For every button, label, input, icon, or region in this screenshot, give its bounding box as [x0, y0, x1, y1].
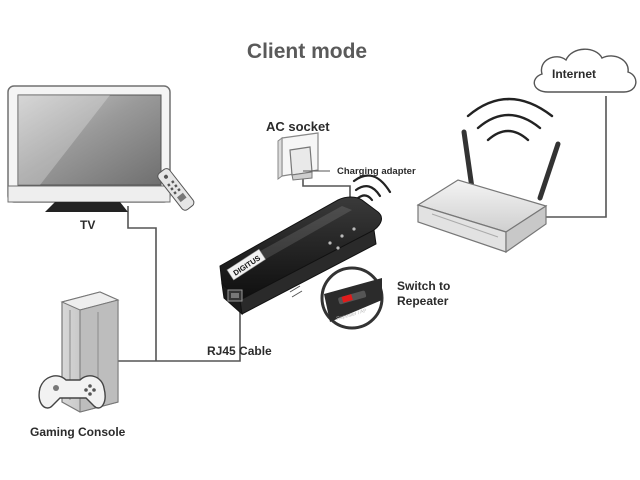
charging-adapter-icon — [289, 146, 330, 181]
charging-adapter-label: Charging adapter — [337, 166, 416, 177]
cloud-icon — [533, 48, 637, 93]
rj45-cable-label: RJ45 Cable — [207, 344, 272, 358]
adapter-cable — [302, 178, 351, 203]
console-cable — [118, 309, 241, 362]
wifi-signal-icon — [466, 97, 554, 142]
tv-cable — [127, 206, 157, 361]
magnifier-icon: Repeater / AP — [320, 266, 384, 330]
wifi-signal-icon — [352, 174, 392, 202]
router-icon — [416, 129, 561, 254]
internet-label: Internet — [552, 67, 597, 81]
switch-to-repeater-label: Switch to Repeater — [397, 279, 451, 308]
repeater-switch — [341, 294, 353, 303]
diagram-title: Client mode — [246, 40, 368, 63]
tv-label: TV — [80, 218, 96, 232]
tv-icon — [7, 85, 171, 212]
remote-control-icon — [157, 168, 195, 211]
ac-socket-label: AC socket — [266, 119, 330, 134]
gamepad-icon — [38, 375, 106, 409]
gaming-console-label: Gaming Console — [30, 425, 126, 439]
travel-router-icon: DIGITUS — [219, 196, 382, 316]
